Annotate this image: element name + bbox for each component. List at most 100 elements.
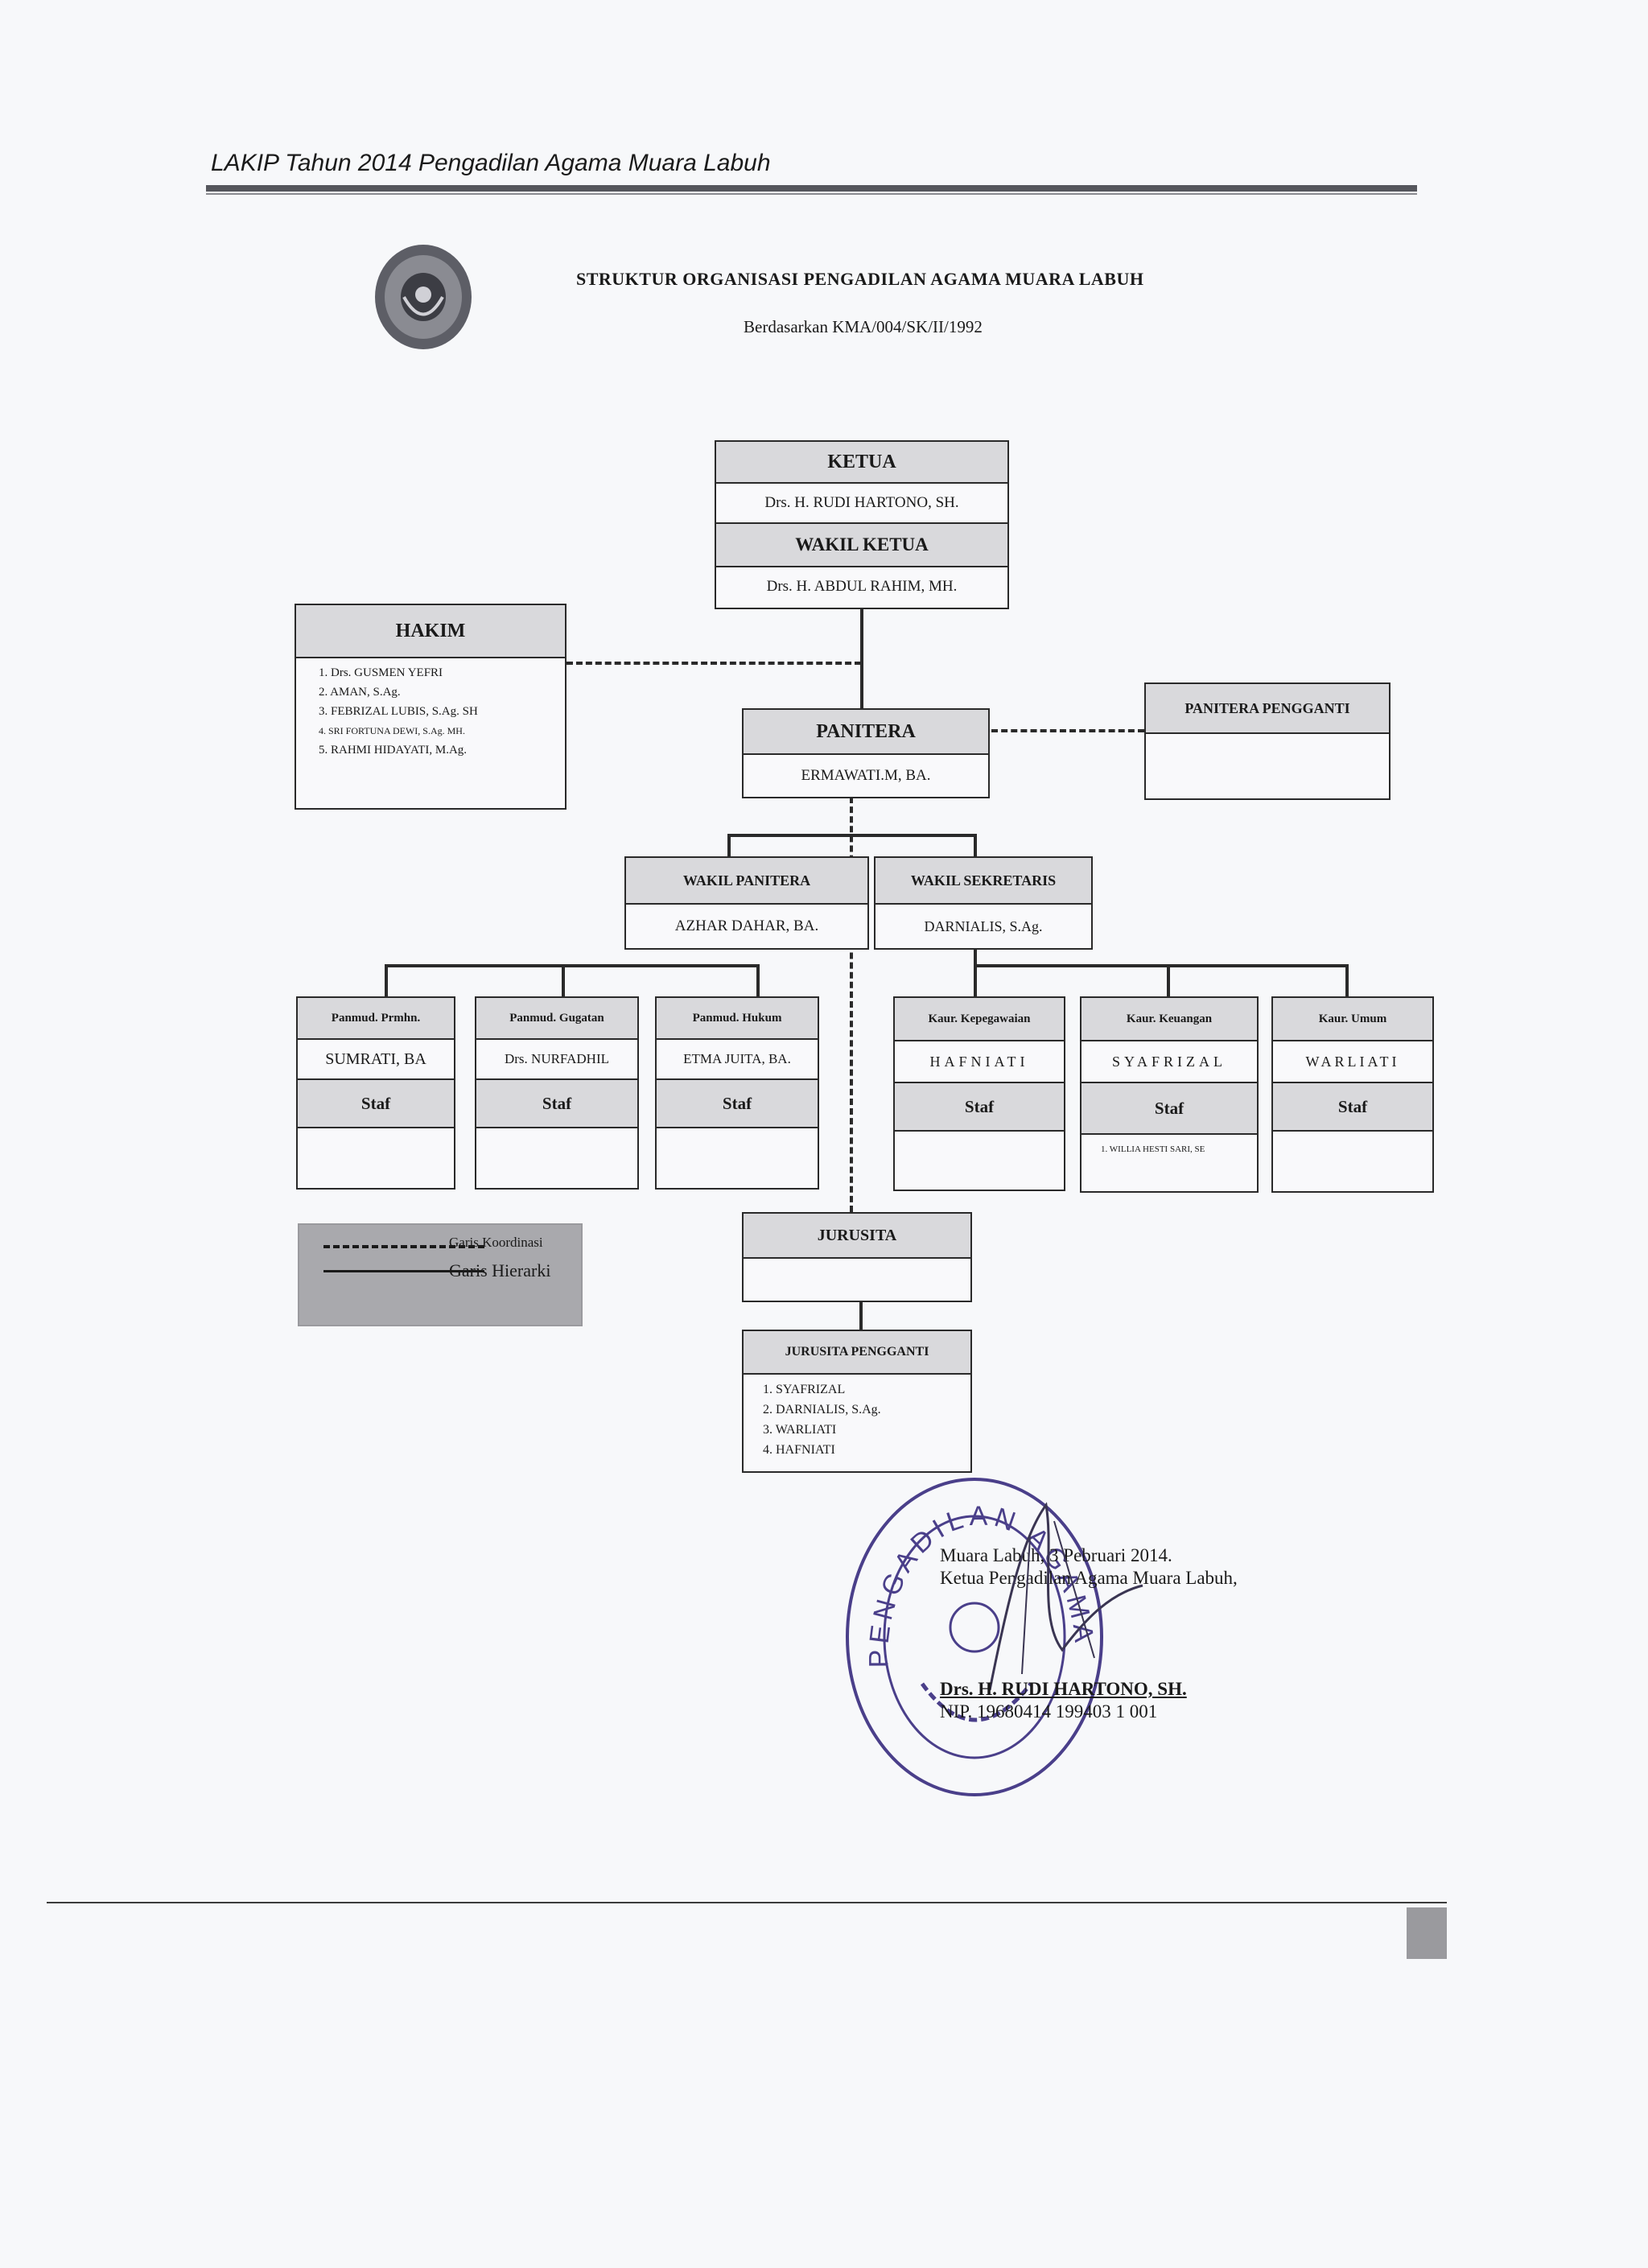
unit-box-panmud-hukum: Panmud. Hukum ETMA JUITA, BA. Staf — [655, 996, 819, 1190]
jurusita-pengganti-box: JURUSITA PENGGANTI 1. SYAFRIZAL 2. DARNI… — [742, 1330, 972, 1473]
jurusita-pengganti-member: 3. WARLIATI — [763, 1423, 837, 1437]
coordination-line-panitera-pengganti — [991, 729, 1144, 732]
wakil-sekretaris-name: DARNIALIS, S.Ag. — [924, 918, 1043, 934]
hakim-box: HAKIM 1. Drs. GUSMEN YEFRI 2. AMAN, S.Ag… — [295, 604, 566, 810]
unit-box-panmud-gugatan: Panmud. Gugatan Drs. NURFADHIL Staf — [475, 996, 639, 1190]
unit-staf-list — [895, 1132, 1064, 1188]
jurusita-name — [744, 1259, 970, 1301]
unit-title: Kaur. Kepegawaian — [895, 998, 1064, 1041]
jurusita-box: JURUSITA — [742, 1212, 972, 1302]
hakim-member: 3. FEBRIZAL LUBIS, S.Ag. SH — [319, 705, 478, 718]
unit-title: Panmud. Hukum — [657, 998, 818, 1040]
unit-staf-list: 1. WILLIA HESTI SARI, SE — [1101, 1144, 1205, 1154]
unit-box-panmud-permohonan: Panmud. Prmhn. SUMRATI, BA Staf — [296, 996, 455, 1190]
unit-title: Panmud. Gugatan — [476, 998, 637, 1040]
hakim-member: 4. SRI FORTUNA DEWI, S.Ag. MH. — [319, 725, 465, 736]
line-legend: Garis Koordinasi Garis Hierarki — [298, 1223, 583, 1326]
panitera-name: ERMAWATI.M, BA. — [801, 767, 931, 784]
hierarchy-line-panmud-2 — [562, 964, 565, 996]
report-header-title: LAKIP Tahun 2014 Pengadilan Agama Muara … — [211, 150, 771, 176]
court-seal-stamp: PENGADILAN AGAMA MUARA LABUH — [842, 1474, 1103, 1796]
coordination-line-hakim — [566, 662, 861, 665]
handwritten-signature — [988, 1502, 1143, 1691]
hakim-member: 5. RAHMI HIDAYATI, M.Ag. — [319, 744, 468, 757]
unit-staf-label: Staf — [476, 1080, 637, 1128]
panitera-pengganti-box: PANITERA PENGGANTI — [1144, 682, 1390, 800]
hierarchy-line-panmud-1 — [385, 964, 388, 996]
footer-rule — [47, 1902, 1447, 1903]
unit-staf-list — [657, 1128, 818, 1185]
coordination-line-vertical — [850, 797, 853, 1212]
unit-head-name: SYAFRIZAL — [1082, 1041, 1257, 1083]
hierarchy-line-kaur-2 — [1167, 964, 1170, 996]
jurusita-pengganti-member: 4. HAFNIATI — [763, 1443, 835, 1457]
unit-staf-label: Staf — [1273, 1083, 1432, 1132]
hierarchy-line-sekretaris-down — [974, 946, 977, 966]
jurusita-pengganti-title: JURUSITA PENGGANTI — [744, 1331, 970, 1375]
unit-head-name: ETMA JUITA, BA. — [657, 1040, 818, 1080]
footer-page-marker — [1407, 1907, 1447, 1959]
wakil-panitera-name: AZHAR DAHAR, BA. — [674, 918, 819, 934]
unit-staf-label: Staf — [657, 1080, 818, 1128]
hierarchy-line-wakil-panitera-drop — [727, 834, 731, 856]
unit-box-kaur-kepegawaian: Kaur. Kepegawaian HAFNIATI Staf — [893, 996, 1065, 1191]
panitera-title: PANITERA — [744, 710, 988, 755]
wakil-ketua-title: WAKIL KETUA — [716, 524, 1007, 567]
wakil-sekretaris-title: WAKIL SEKRETARIS — [876, 858, 1091, 905]
hierarchy-line-kaur-1 — [974, 964, 977, 996]
hierarchy-line-jurusita-pengganti — [859, 1301, 863, 1331]
jurusita-pengganti-member: 2. DARNIALIS, S.Ag. — [763, 1403, 881, 1416]
legend-hierarchy-sample — [323, 1270, 484, 1272]
unit-staf-label: Staf — [1082, 1083, 1257, 1135]
unit-title: Panmud. Prmhn. — [298, 998, 454, 1040]
hierarchy-line-wakil-branch — [727, 834, 977, 837]
document-subtitle: Berdasarkan KMA/004/SK/II/1992 — [744, 317, 983, 336]
wakil-panitera-box: WAKIL PANITERA AZHAR DAHAR, BA. — [624, 856, 869, 950]
header-rule-thin — [206, 193, 1417, 195]
unit-box-kaur-keuangan: Kaur. Keuangan SYAFRIZAL Staf 1. WILLIA … — [1080, 996, 1259, 1193]
court-emblem-logo — [375, 245, 472, 349]
unit-head-name: WARLIATI — [1273, 1041, 1432, 1083]
unit-staf-list — [476, 1128, 637, 1185]
ketua-name: Drs. H. RUDI HARTONO, SH. — [716, 484, 1007, 524]
unit-title: Kaur. Umum — [1273, 998, 1432, 1041]
hierarchy-line-kaur-branch — [974, 964, 1349, 967]
hierarchy-line-kaur-3 — [1345, 964, 1349, 996]
legend-coordination-label: Garis Koordinasi — [449, 1235, 543, 1250]
signature-position: Ketua Pengadilan Agama Muara Labuh, — [940, 1568, 1238, 1588]
unit-staf-list — [298, 1128, 454, 1185]
unit-staf-list — [1273, 1132, 1432, 1190]
legend-coordination-sample — [323, 1245, 484, 1248]
wakil-panitera-title: WAKIL PANITERA — [626, 858, 867, 905]
unit-head-name: Drs. NURFADHIL — [476, 1040, 637, 1080]
hakim-member: 1. Drs. GUSMEN YEFRI — [319, 666, 443, 679]
unit-staf-label: Staf — [298, 1080, 454, 1128]
unit-title: Kaur. Keuangan — [1082, 998, 1257, 1041]
hakim-title: HAKIM — [296, 605, 565, 658]
ketua-box: KETUA Drs. H. RUDI HARTONO, SH. WAKIL KE… — [715, 440, 1009, 609]
panitera-pengganti-name — [1146, 734, 1389, 797]
jurusita-title: JURUSITA — [744, 1214, 970, 1259]
unit-staf-label: Staf — [895, 1083, 1064, 1132]
document-title: STRUKTUR ORGANISASI PENGADILAN AGAMA MUA… — [576, 269, 1144, 289]
hierarchy-line-panmud-3 — [756, 964, 760, 996]
hakim-member: 2. AMAN, S.Ag. — [319, 686, 401, 699]
hierarchy-line-ketua-panitera — [860, 608, 863, 708]
hierarchy-line-wakil-sekretaris-drop — [974, 834, 977, 856]
legend-hierarchy-label: Garis Hierarki — [449, 1260, 551, 1280]
hakim-list: 1. Drs. GUSMEN YEFRI 2. AMAN, S.Ag. 3. F… — [296, 658, 565, 760]
jurusita-pengganti-member: 1. SYAFRIZAL — [763, 1383, 846, 1396]
unit-head-name: HAFNIATI — [895, 1041, 1064, 1083]
hierarchy-line-panmud-branch — [385, 964, 760, 967]
unit-box-kaur-umum: Kaur. Umum WARLIATI Staf — [1271, 996, 1434, 1193]
unit-head-name: SUMRATI, BA — [298, 1040, 454, 1080]
header-rule — [206, 185, 1417, 192]
jurusita-pengganti-list: 1. SYAFRIZAL 2. DARNIALIS, S.Ag. 3. WARL… — [744, 1375, 970, 1460]
signature-name: Drs. H. RUDI HARTONO, SH. — [940, 1679, 1187, 1699]
ketua-title: KETUA — [716, 442, 1007, 484]
wakil-ketua-name: Drs. H. ABDUL RAHIM, MH. — [766, 578, 958, 595]
panitera-box: PANITERA ERMAWATI.M, BA. — [742, 708, 990, 798]
panitera-pengganti-title: PANITERA PENGGANTI — [1146, 684, 1389, 734]
signature-nip: NIP. 19680414 199403 1 001 — [940, 1701, 1158, 1722]
signature-place-date: Muara Labuh, 3 Pebruari 2014. — [940, 1545, 1172, 1565]
